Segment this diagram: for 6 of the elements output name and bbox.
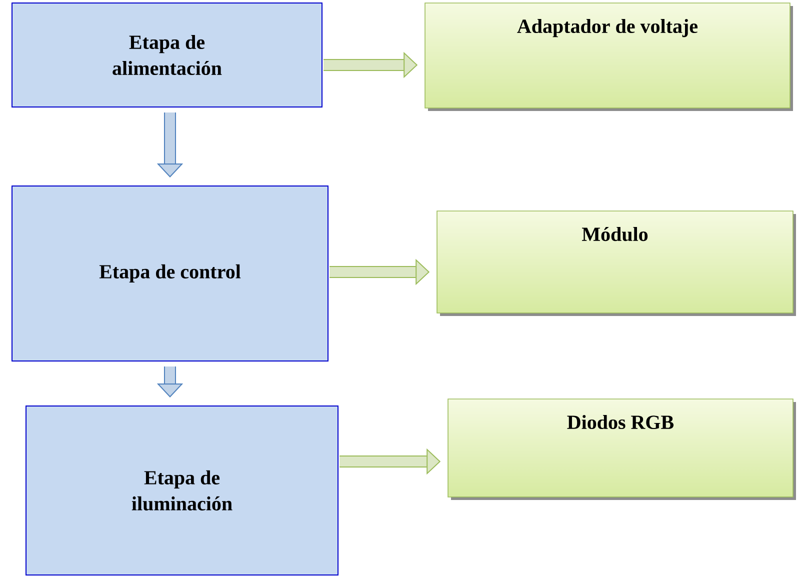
component-box: Adaptador de voltaje	[424, 2, 793, 111]
stage-box: Etapa de control	[12, 186, 328, 362]
component-box: Módulo	[436, 210, 796, 316]
stage-box: Etapa de iluminación	[26, 406, 338, 576]
stage-box: Etapa de alimentación	[12, 2, 322, 108]
component-box: Diodos RGB	[448, 398, 796, 500]
